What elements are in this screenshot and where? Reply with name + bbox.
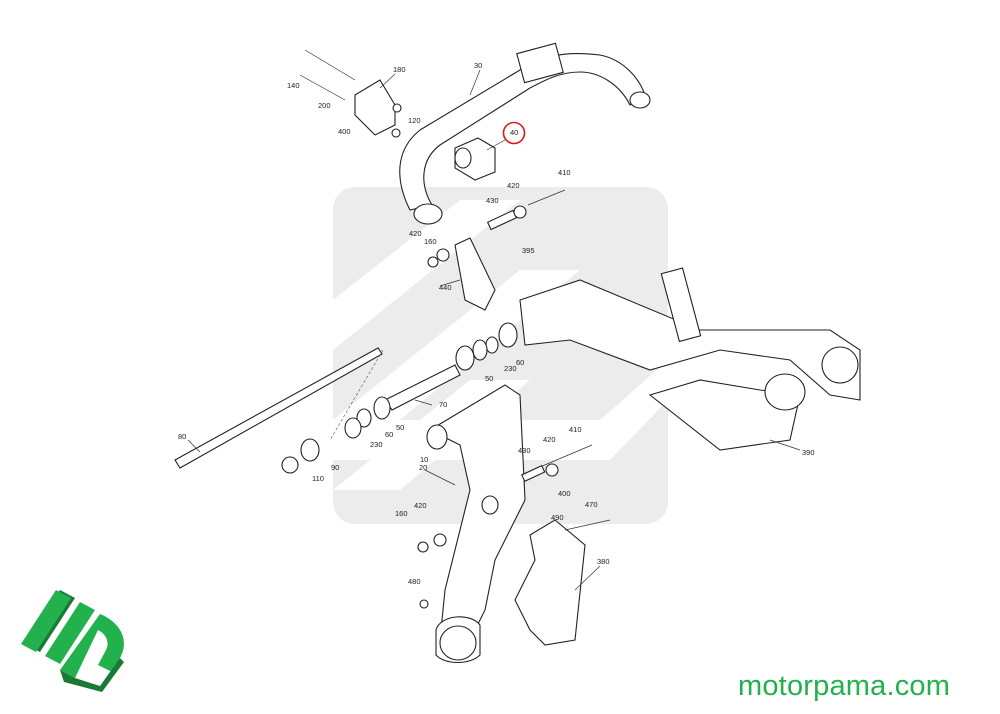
callout-200[interactable]: 200 — [318, 101, 331, 110]
highlight-circle — [502, 121, 526, 145]
bearings — [281, 322, 518, 474]
callout-140[interactable]: 140 — [287, 81, 300, 90]
callout-70[interactable]: 70 — [439, 400, 448, 409]
link-440 — [454, 237, 496, 311]
callout-60[interactable]: 60 — [516, 358, 525, 367]
callout-50[interactable]: 50 — [485, 374, 494, 383]
trailing-arm-upper — [519, 267, 861, 451]
callout-470[interactable]: 470 — [585, 500, 598, 509]
callout-480[interactable]: 480 — [408, 577, 421, 586]
callout-400[interactable]: 400 — [558, 489, 571, 498]
motorpama-logo — [21, 590, 124, 692]
callout-160[interactable]: 160 — [395, 509, 408, 518]
bracket-180 — [299, 49, 402, 138]
callout-420[interactable]: 420 — [409, 229, 422, 238]
callout-40[interactable]: 40 — [510, 128, 519, 137]
leader-lines — [187, 69, 801, 591]
callout-110[interactable]: 110 — [312, 474, 324, 483]
callout-230[interactable]: 230 — [370, 440, 383, 449]
callout-410[interactable]: 410 — [569, 425, 582, 434]
site-url: motorpama.com — [738, 670, 951, 702]
callout-420[interactable]: 420 — [414, 501, 427, 510]
callout-180[interactable]: 180 — [393, 65, 406, 74]
callout-400[interactable]: 400 — [338, 127, 351, 136]
callout-430[interactable]: 430 — [518, 446, 531, 455]
callout-60[interactable]: 60 — [385, 430, 394, 439]
callout-390[interactable]: 390 — [802, 448, 815, 457]
callout-410[interactable]: 410 — [558, 168, 571, 177]
callout-90[interactable]: 90 — [331, 463, 340, 472]
callout-120[interactable]: 120 — [408, 116, 421, 125]
callout-420[interactable]: 420 — [543, 435, 556, 444]
callout-430[interactable]: 430 — [486, 196, 499, 205]
callout-30[interactable]: 30 — [474, 61, 483, 70]
trailing-arm-lower — [417, 384, 593, 664]
callout-230[interactable]: 230 — [504, 364, 517, 373]
callout-380[interactable]: 380 — [597, 557, 610, 566]
sway-bar — [399, 42, 651, 225]
callout-440[interactable]: 440 — [439, 283, 452, 292]
callout-420[interactable]: 420 — [507, 181, 520, 190]
callout-160[interactable]: 160 — [424, 237, 437, 246]
callout-10[interactable]: 10 — [420, 455, 429, 464]
callout-20[interactable]: 20 — [419, 463, 428, 472]
callout-50[interactable]: 50 — [396, 423, 405, 432]
shaft-80 — [174, 347, 383, 469]
bracket-380 — [514, 519, 586, 646]
callout-395[interactable]: 395 — [522, 246, 535, 255]
callout-490[interactable]: 490 — [551, 513, 564, 522]
bushing-40 — [454, 137, 496, 181]
callout-80[interactable]: 80 — [178, 432, 187, 441]
